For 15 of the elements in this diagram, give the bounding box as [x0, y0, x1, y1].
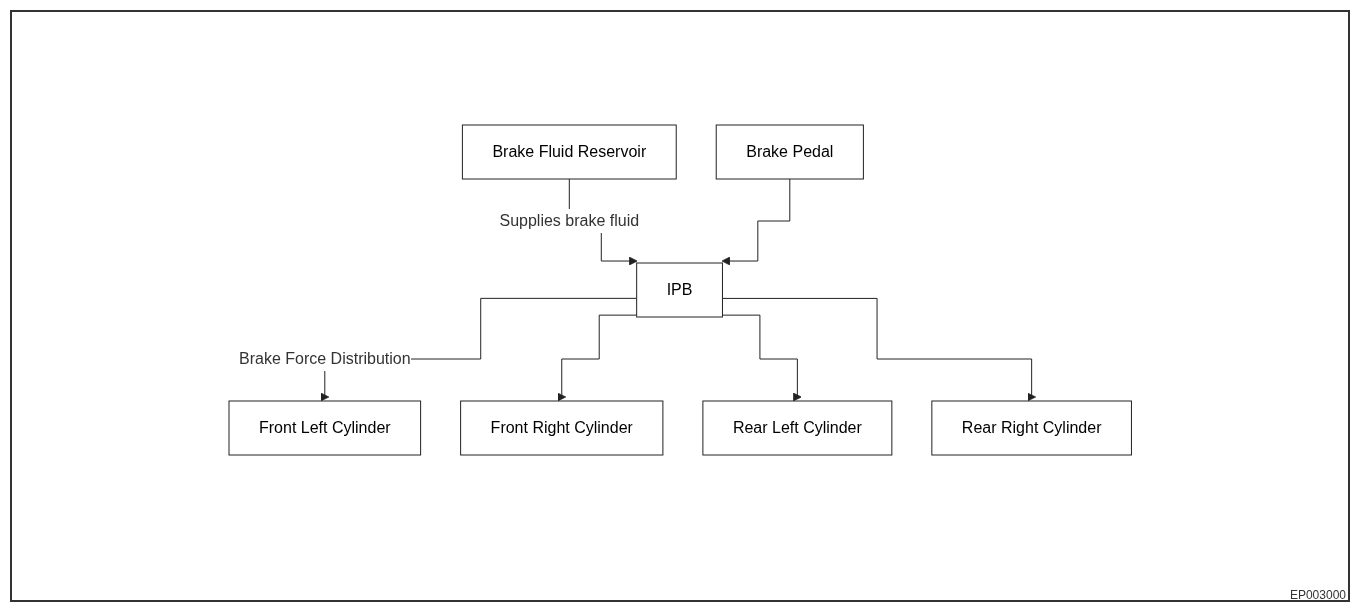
figure-code: EP003000: [1289, 588, 1346, 602]
node-box: Brake Pedal: [715, 124, 864, 180]
node-box: Front Left Cylinder: [228, 400, 421, 456]
edge-label: Supplies brake fluid: [499, 212, 639, 229]
arrow: [557, 314, 637, 402]
node-box: IPB: [635, 262, 723, 318]
node-box: Brake Fluid Reservoir: [461, 124, 677, 180]
arrow: [721, 178, 791, 266]
node-box: Front Right Cylinder: [459, 400, 664, 456]
arrow: [721, 297, 1036, 402]
edge-label: Brake Force Distribution: [238, 350, 411, 367]
arrow: [320, 297, 637, 402]
node-box: Rear Right Cylinder: [931, 400, 1132, 456]
arrow: [721, 314, 802, 402]
node-box: Rear Left Cylinder: [702, 400, 893, 456]
